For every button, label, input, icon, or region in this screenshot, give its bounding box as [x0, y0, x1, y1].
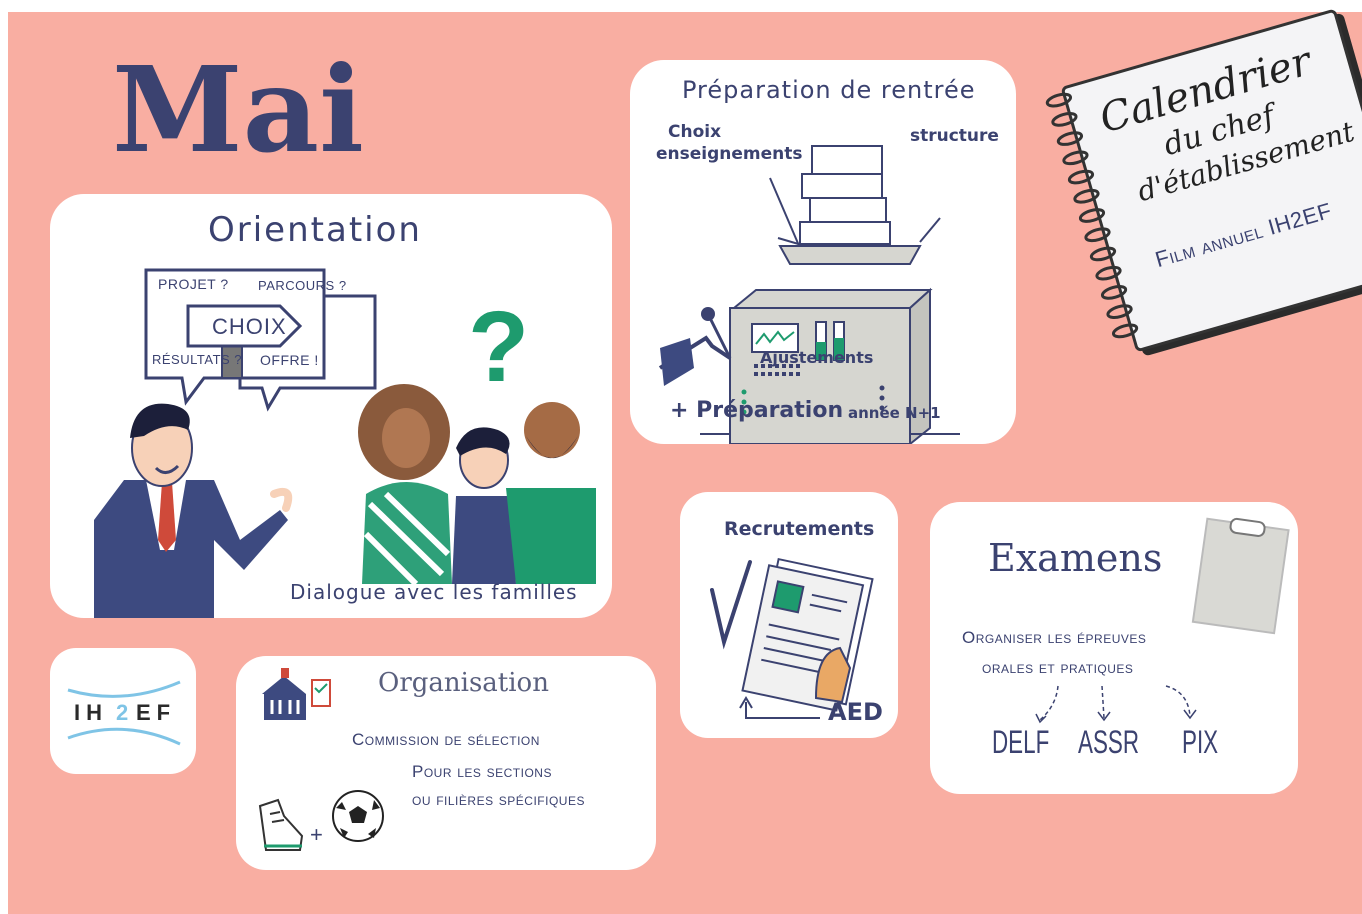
examens-card: Examens Organiser les épreuves orales et…	[930, 502, 1298, 794]
orientation-card: Orientation PROJET ? PARCOURS ? CHOIX RÉ…	[50, 194, 612, 618]
label-choix: Choix	[668, 122, 722, 142]
organisation-title: Organisation	[378, 668, 549, 698]
aed-tag: AED	[828, 698, 883, 726]
machine-label: Ajustements	[760, 348, 874, 367]
organisation-line3: ou filières spécifiques	[412, 790, 585, 809]
family-illustration	[358, 384, 596, 587]
sign-offre: OFFRE !	[260, 352, 319, 368]
examens-title: Examens	[988, 536, 1163, 580]
preparation-footer: + Préparation	[670, 398, 844, 423]
logo-2: 2	[116, 700, 129, 725]
examens-line1: Organiser les épreuves	[962, 628, 1147, 647]
month-title: Mai	[112, 40, 364, 179]
preparation-footer-small: année N+1	[848, 404, 941, 422]
adjustment-machine-icon	[658, 145, 960, 444]
speech-bubbles	[144, 268, 377, 412]
label-enseignements: enseignements	[656, 144, 803, 164]
sneaker-icon	[258, 798, 304, 851]
ih2ef-logo-card: IH 2 EF	[50, 648, 196, 774]
examens-arrows	[1035, 685, 1197, 724]
sign-resultats: RÉSULTATS ?	[152, 352, 243, 367]
cv-document-icon	[710, 557, 874, 719]
label-structure: structure	[910, 126, 999, 146]
football-icon	[332, 790, 384, 842]
sign-projet: PROJET ?	[158, 276, 229, 292]
orientation-title: Orientation	[208, 210, 422, 250]
notebook-spiral-icon	[1045, 92, 1139, 339]
sign-parcours: PARCOURS ?	[258, 278, 347, 293]
clipboard-icon	[1191, 517, 1290, 635]
recrutements-title: Recrutements	[724, 518, 875, 540]
examens-line2: orales et pratiques	[982, 658, 1134, 677]
organisation-card: Organisation Commission de sélection Pou…	[236, 656, 656, 870]
preparation-card: Préparation de rentrée Choix enseignemen…	[630, 60, 1016, 444]
orientation-caption: Dialogue avec les familles	[290, 580, 578, 604]
principal-illustration	[94, 403, 293, 618]
exam-item-delf: DELF	[992, 724, 1050, 760]
recrutements-card: Recrutements AED	[680, 492, 898, 738]
notebook: Calendrier du chef d'établissement Film …	[1044, 0, 1362, 364]
organisation-line2: Pour les sections	[412, 762, 552, 781]
logo-ih: IH	[74, 700, 108, 725]
organisation-plus: +	[310, 822, 323, 847]
sign-choix: CHOIX	[212, 314, 287, 339]
organisation-line1: Commission de sélection	[352, 730, 540, 749]
exam-item-pix: PIX	[1182, 724, 1219, 760]
school-building-icon	[262, 668, 331, 720]
logo-ef: EF	[136, 700, 177, 725]
question-mark-icon: ?	[468, 291, 530, 403]
preparation-title: Préparation de rentrée	[682, 76, 976, 104]
ih2ef-logo-icon	[67, 680, 181, 746]
exam-item-assr: ASSR	[1078, 724, 1139, 760]
